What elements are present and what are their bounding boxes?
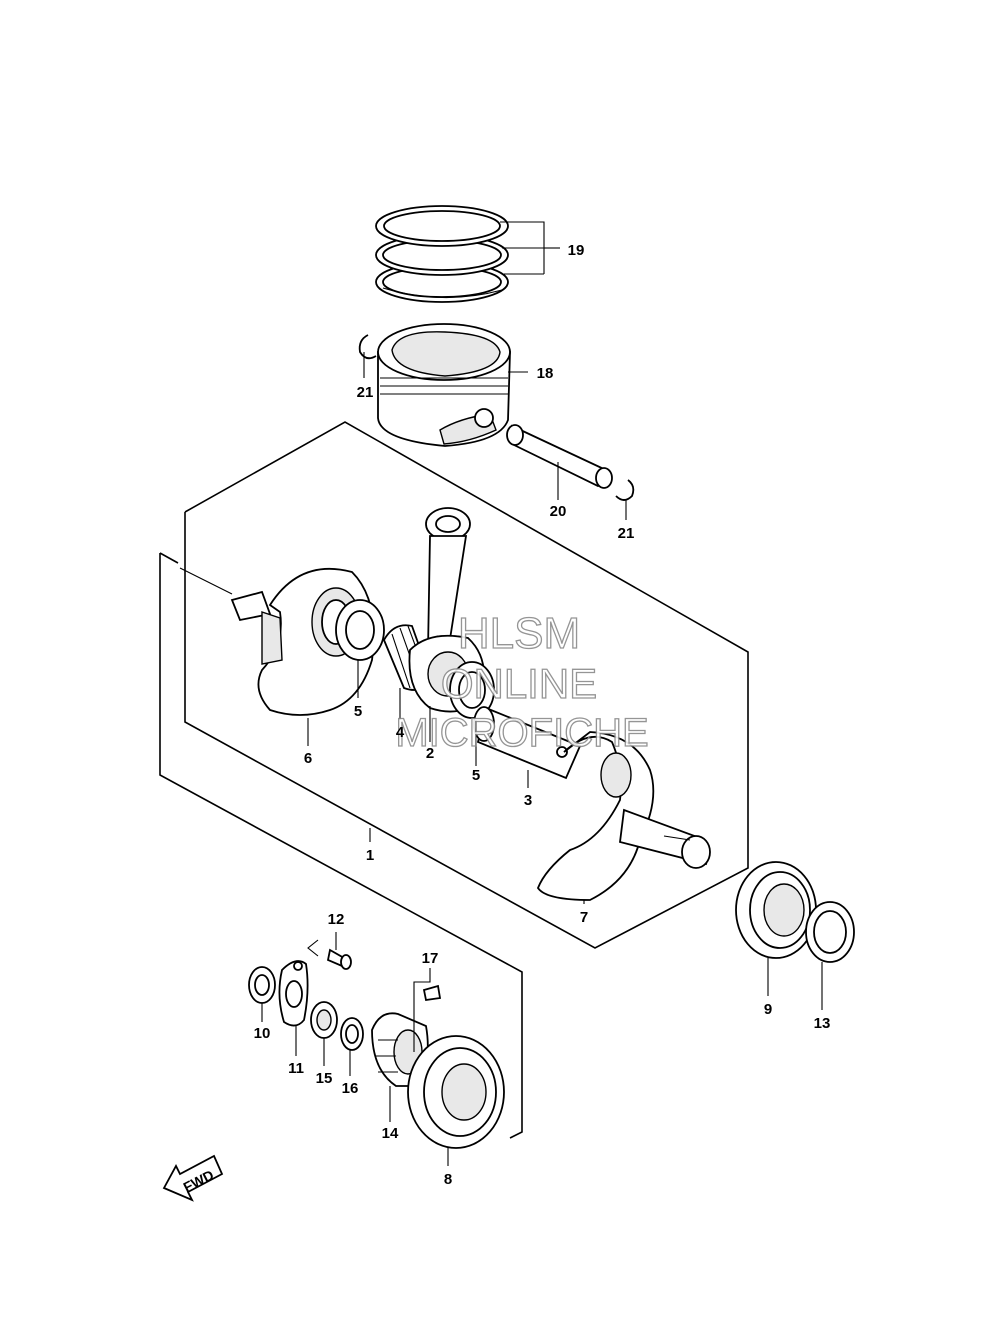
label-11[interactable]: 11: [288, 1060, 304, 1077]
thrust-washer-right: [449, 661, 495, 719]
leader-lines: [261, 221, 823, 1166]
forward-arrow-icon: [162, 1154, 224, 1202]
main-bearing-left: [407, 1035, 505, 1149]
assembly-box-crankshaft: [184, 421, 749, 949]
label-6[interactable]: 6: [304, 750, 312, 767]
label-15[interactable]: 15: [316, 1070, 333, 1087]
label-20[interactable]: 20: [550, 503, 567, 520]
piston-pin: [506, 424, 613, 489]
crankshaft-nut: [805, 901, 855, 963]
label-16[interactable]: 16: [342, 1080, 359, 1097]
part-labels: 19 18 21 20 21 5 4 2 6 5 3 1 7 12 17 9 1…: [254, 242, 831, 1188]
piston-rings: [375, 205, 509, 303]
watermark-line-2: ONLINE: [441, 660, 597, 707]
label-19[interactable]: 19: [568, 242, 585, 259]
label-1[interactable]: 1: [366, 847, 374, 864]
label-21-right[interactable]: 21: [618, 525, 635, 542]
watermark-line-3: MICROFICHE: [395, 711, 648, 755]
washer: [340, 1017, 364, 1051]
label-10[interactable]: 10: [254, 1025, 271, 1042]
crank-pin: [473, 706, 582, 780]
label-13[interactable]: 13: [814, 1015, 831, 1032]
label-7[interactable]: 7: [580, 909, 588, 926]
circlip-left: [358, 334, 377, 360]
woodruff-key: [422, 984, 442, 1002]
label-5-right[interactable]: 5: [472, 767, 480, 784]
retainer-plate: [278, 960, 309, 1027]
spacer: [310, 1001, 338, 1039]
oil-seal: [248, 966, 276, 1004]
label-2[interactable]: 2: [426, 745, 434, 762]
label-8[interactable]: 8: [444, 1171, 452, 1188]
label-21-left[interactable]: 21: [357, 384, 374, 401]
crank-web-right: [536, 731, 711, 901]
label-18[interactable]: 18: [537, 365, 554, 382]
label-12[interactable]: 12: [328, 911, 345, 928]
bolt: [326, 948, 352, 970]
label-4[interactable]: 4: [396, 724, 405, 741]
label-17[interactable]: 17: [422, 950, 439, 967]
piston: [377, 323, 511, 447]
thrust-washer-left: [335, 599, 385, 661]
forward-arrow: FWD: [162, 1154, 224, 1202]
label-5-left[interactable]: 5: [354, 703, 362, 720]
watermark-line-1: HLSM: [458, 609, 580, 658]
circlip-right: [615, 479, 635, 501]
watermark: HLSM ONLINE MICROFICHE: [395, 608, 650, 755]
label-3[interactable]: 3: [524, 792, 532, 809]
label-14[interactable]: 14: [382, 1125, 399, 1142]
label-9[interactable]: 9: [764, 1001, 772, 1018]
assembly-box-outer: [159, 552, 523, 1139]
main-bearing-right: [735, 861, 817, 959]
